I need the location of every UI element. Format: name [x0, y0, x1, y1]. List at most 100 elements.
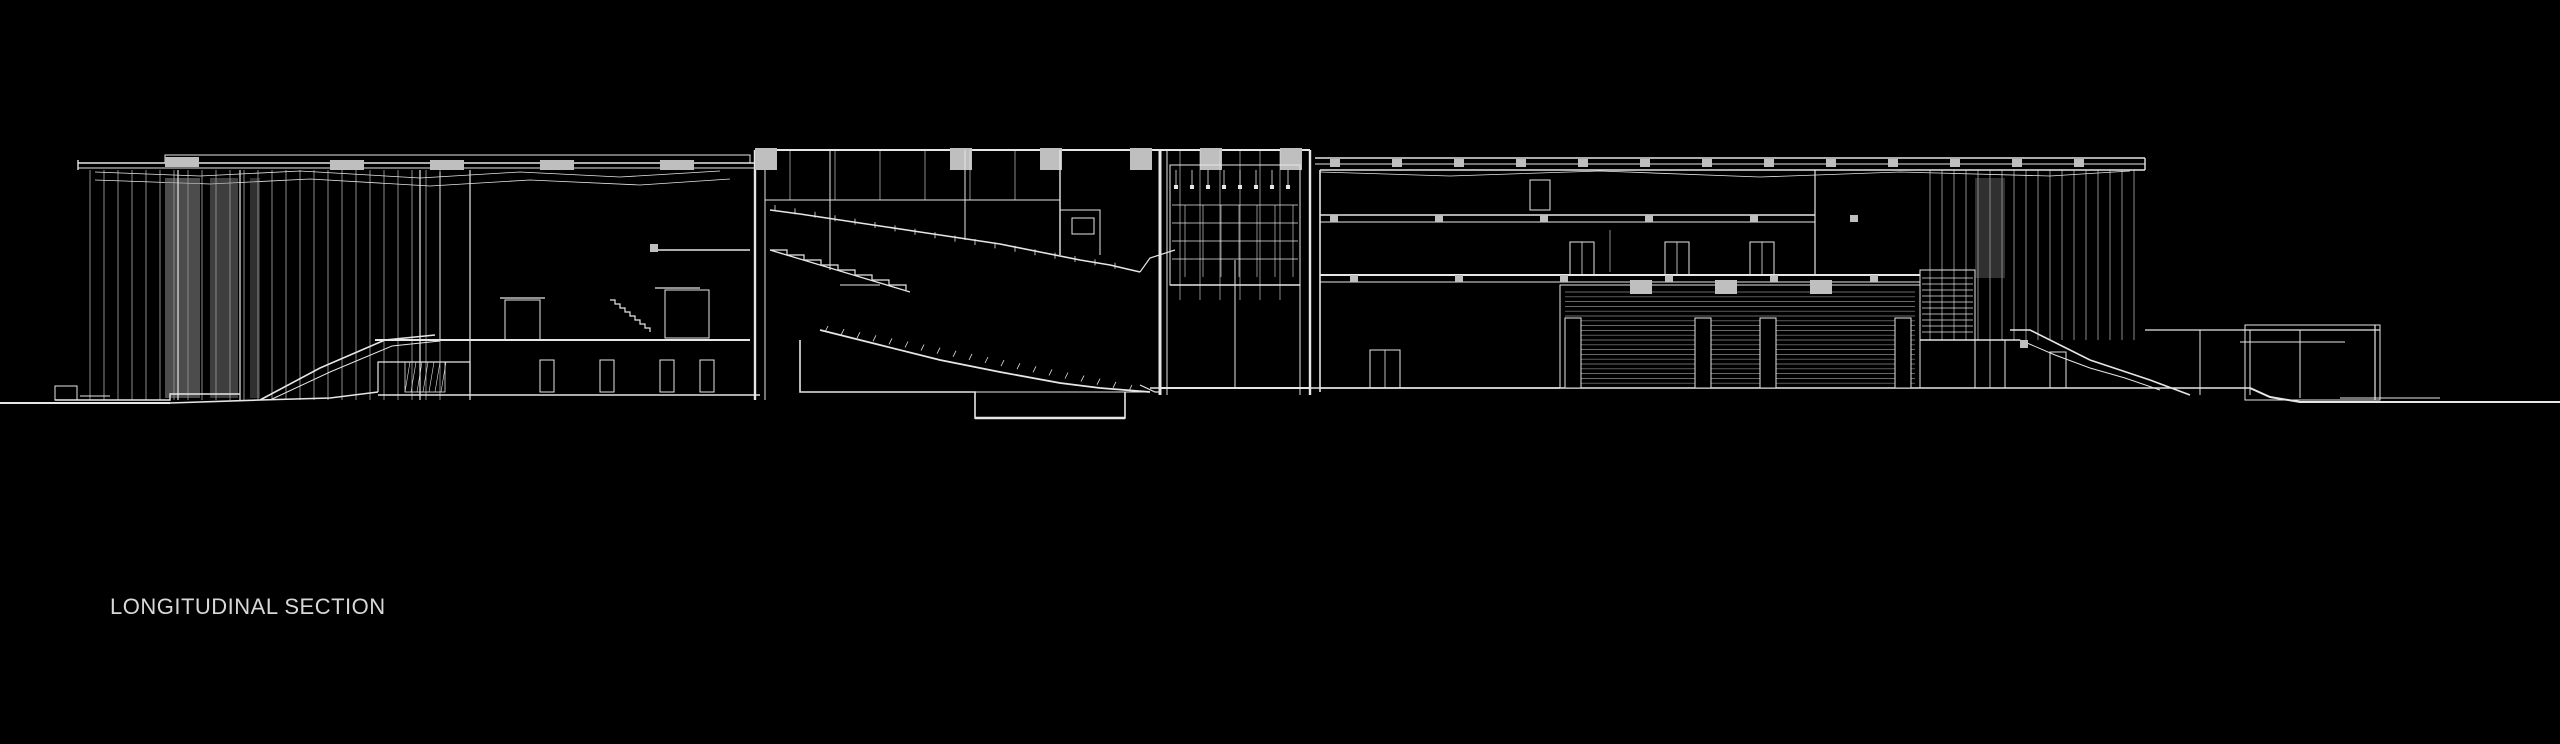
east-beam-level1-4: [1770, 275, 1778, 282]
lobby-floor-west: [55, 393, 240, 401]
studio-hall-frame: [1559, 284, 1921, 389]
lobby-main-stair-underside: [269, 340, 441, 401]
drawing-title: LONGITUDINAL SECTION: [110, 594, 386, 619]
hatch-line-5: [434, 361, 441, 393]
studio-door-3: [1894, 317, 1912, 389]
stalls-seat-15: [1064, 372, 1069, 379]
ceiling-wave-west-2: [94, 178, 731, 187]
east-glass-shade: [1975, 178, 2005, 278]
roof-beam-west-1: [330, 160, 364, 170]
mid-tier-steps: [770, 249, 907, 290]
east-stair-tower: [1919, 269, 1976, 341]
hatch-line-1: [410, 361, 417, 393]
lobby-door-1: [599, 359, 615, 393]
studio-beam-2: [1715, 280, 1737, 294]
roof-beam-west-3: [540, 160, 574, 170]
east-beam-level1-3: [1665, 275, 1673, 282]
stalls-seat-9: [968, 353, 973, 361]
auditorium-roof-beam-1: [950, 148, 972, 170]
east-beam-level2-0: [1330, 215, 1338, 222]
fly-batten-weight-5: [1254, 185, 1258, 189]
stalls-seat-18: [1112, 381, 1117, 388]
studio-door-0: [1564, 317, 1582, 389]
orchestra-pit-outline: [799, 340, 1126, 419]
east-terrace: [2010, 324, 2381, 401]
upper-balcony-rake: [769, 209, 1141, 273]
roof-beam-east-5: [1640, 159, 1650, 167]
roof-beam-west-2: [430, 160, 464, 170]
east-beam-level2-1: [1435, 215, 1443, 222]
terrace-beam: [2020, 340, 2028, 348]
hatch-line-0: [404, 361, 411, 393]
fly-batten-weight-6: [1270, 185, 1274, 189]
roof-structure: [77, 154, 2146, 187]
lobby-door-0: [539, 359, 555, 393]
terrace-ramp-underside: [2019, 339, 2161, 391]
lobby-main-stair: [259, 334, 436, 401]
stalls-rake: [819, 329, 1151, 393]
roof-beam-east-10: [1950, 159, 1960, 167]
control-room-window: [1071, 217, 1095, 235]
gallery-stair-west: [610, 299, 651, 332]
stalls-seat-7: [936, 347, 941, 354]
auditorium-roof-beam-3: [1130, 148, 1152, 170]
east-beam-level1-0: [1350, 275, 1358, 282]
stalls-seat-6: [920, 344, 925, 351]
fly-batten-weight-0: [1174, 185, 1178, 189]
roof-beam-east-2: [1454, 159, 1464, 167]
entry-bench: [54, 385, 78, 401]
stalls-seat-10: [984, 356, 989, 364]
stalls-seat-13: [1032, 366, 1037, 373]
fly-batten-weight-4: [1238, 185, 1242, 189]
glass-shade-band-1: [165, 178, 200, 398]
control-room: [1060, 209, 1101, 255]
ceiling-wave-west-1: [94, 170, 721, 179]
east-beam-level2-5: [1850, 215, 1858, 222]
hatch-line-3: [422, 361, 429, 393]
lobby-door-2: [659, 359, 675, 393]
main-auditorium-block: [753, 148, 1312, 420]
upper-mezzanine-beam: [650, 244, 658, 252]
west-lobby-block: [54, 170, 760, 401]
auditorium-roof-beam-2: [1040, 148, 1062, 170]
stalls-seat-8: [952, 350, 957, 357]
stalls-seat-19: [1128, 384, 1133, 392]
fly-batten-weight-1: [1190, 185, 1194, 189]
east-beam-level2-4: [1750, 215, 1758, 222]
hatch-line-6: [440, 361, 447, 393]
stage-apron-edge: [1139, 384, 1160, 393]
east-beam-level2-2: [1540, 215, 1548, 222]
roof-beam-east-3: [1516, 159, 1526, 167]
fly-batten-weight-7: [1286, 185, 1290, 189]
east-beam-level1-5: [1870, 275, 1878, 282]
terrace-door: [2049, 351, 2067, 389]
roof-beam-east-4: [1578, 159, 1588, 167]
glass-shade-band-2: [210, 178, 238, 398]
hatch-line-4: [428, 361, 435, 393]
roof-beam-west-0: [165, 157, 199, 167]
stalls-seat-16: [1080, 375, 1085, 382]
ceiling-wave-east-1: [1319, 170, 2131, 178]
terrace-pavilion: [2244, 324, 2381, 401]
roof-beam-east-12: [2074, 159, 2084, 167]
stalls-seat-1: [840, 328, 845, 336]
roof-beam-east-8: [1826, 159, 1836, 167]
roof-beam-east-1: [1392, 159, 1402, 167]
stalls-seat-12: [1016, 363, 1021, 370]
fly-batten-weight-2: [1206, 185, 1210, 189]
roof-beam-east-0: [1330, 159, 1340, 167]
stalls-seat-11: [1000, 359, 1005, 367]
auditorium-roof-beam-5: [1280, 148, 1302, 170]
stalls-seat-2: [856, 332, 861, 339]
mid-tier-rake: [769, 249, 911, 293]
roof-beam-west-4: [660, 160, 694, 170]
stalls-seat-3: [872, 335, 877, 342]
terrace-ramp-stair: [2010, 329, 2191, 396]
lobby-kiosk: [504, 299, 541, 341]
studio-door-2: [1759, 317, 1777, 389]
skylight-box: [1529, 179, 1551, 211]
stalls-seat-14: [1048, 369, 1053, 376]
hatch-line-2: [416, 361, 423, 393]
east-studio-block: [1319, 169, 2145, 392]
